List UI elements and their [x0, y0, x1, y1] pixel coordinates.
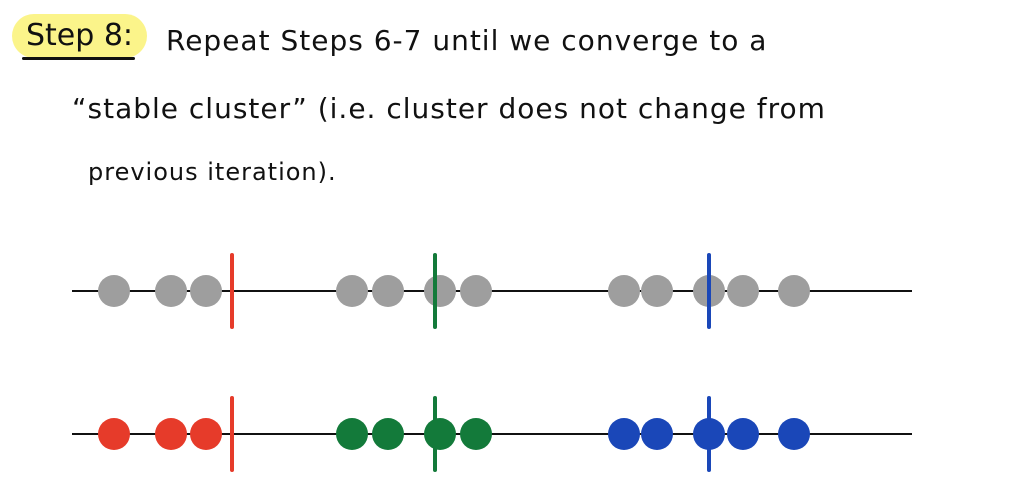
data-point-unassigned	[372, 275, 404, 307]
data-point-unassigned	[641, 275, 673, 307]
data-point-unassigned	[98, 275, 130, 307]
step-underline	[22, 57, 136, 60]
row-assigned	[72, 396, 912, 472]
data-point-green	[336, 418, 368, 450]
data-point-blue	[608, 418, 640, 450]
data-point-blue	[778, 418, 810, 450]
instruction-line-3: previous iteration).	[88, 158, 337, 186]
data-point-green	[424, 418, 456, 450]
data-point-unassigned	[424, 275, 456, 307]
instruction-line-2: “stable cluster” (i.e. cluster does not …	[72, 92, 826, 125]
data-point-unassigned	[190, 275, 222, 307]
data-point-blue	[727, 418, 759, 450]
data-point-red	[98, 418, 130, 450]
data-point-unassigned	[778, 275, 810, 307]
data-point-unassigned	[336, 275, 368, 307]
instruction-line-1: Repeat Steps 6-7 until we converge to a	[166, 24, 768, 57]
data-point-unassigned	[727, 275, 759, 307]
row-unassigned	[72, 253, 912, 329]
data-point-red	[155, 418, 187, 450]
data-point-unassigned	[608, 275, 640, 307]
step-label: Step 8:	[12, 14, 148, 60]
data-point-unassigned	[155, 275, 187, 307]
data-point-blue	[641, 418, 673, 450]
data-point-green	[460, 418, 492, 450]
data-point-red	[190, 418, 222, 450]
step-label-text: Step 8:	[26, 18, 134, 53]
data-point-unassigned	[460, 275, 492, 307]
data-point-green	[372, 418, 404, 450]
